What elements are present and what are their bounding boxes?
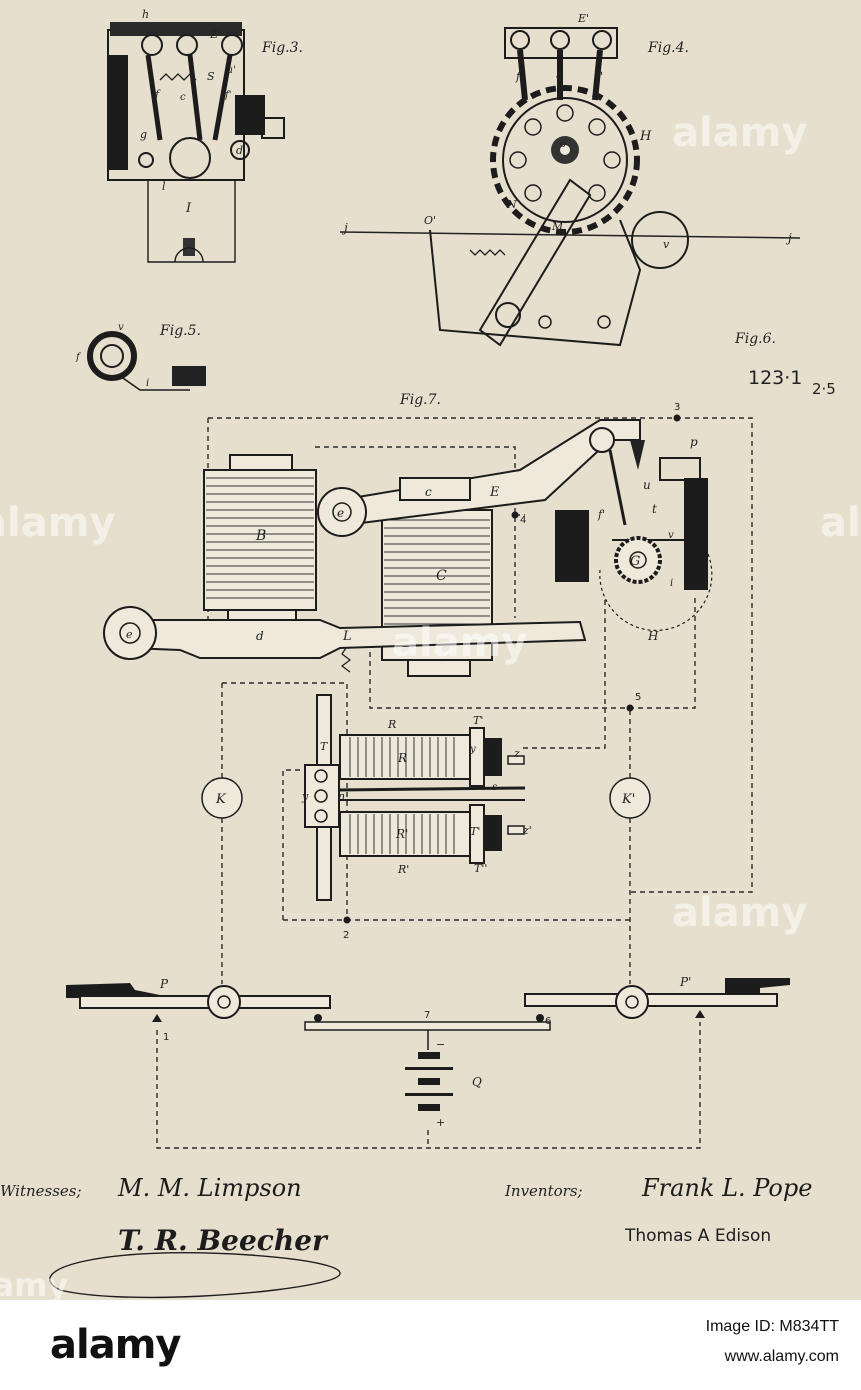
label-P: P: [159, 977, 169, 991]
label-N: N: [506, 198, 517, 211]
label-l: l: [162, 180, 166, 193]
watermark-5: alamy: [820, 500, 861, 546]
label-f1-fig7: f': [597, 508, 605, 521]
label-j-left: j: [341, 221, 348, 235]
label-K: K: [215, 792, 227, 807]
label-I: I: [185, 201, 192, 216]
label-plus: +: [436, 1116, 445, 1129]
label-S-fig4: S: [556, 68, 564, 81]
label-S: S: [207, 70, 215, 83]
label-f1-fig4: f': [595, 70, 603, 83]
label-a1: a': [227, 65, 236, 76]
fig4-title: Fig.4.: [647, 40, 689, 56]
label-R1-bottom: R': [397, 863, 409, 876]
label-1: 1: [163, 1032, 169, 1043]
label-y-top: y: [469, 744, 476, 755]
label-T1-bottom: T': [470, 825, 480, 838]
label-f: f: [154, 88, 161, 101]
watermark-layer: alamy alamy alamy alamy alamy alamy: [0, 110, 861, 1300]
watermark-3: alamy: [392, 620, 527, 666]
catalog-suffix: 2·5: [812, 380, 836, 398]
label-R1-coil: R': [395, 827, 408, 841]
signature-block: Witnesses; M. M. Limpson T. R. Beecher I…: [0, 1174, 812, 1297]
label-v-fig4: v: [663, 238, 670, 251]
watermark-4: alamy: [672, 890, 807, 936]
label-d: d: [236, 144, 243, 157]
fig7-title: Fig.7.: [399, 392, 441, 408]
label-K1: K': [621, 792, 635, 807]
figure-5: v f i Fig.5.: [75, 322, 206, 390]
label-c-arm: c: [425, 485, 432, 499]
inventor-2-signature: Thomas A Edison: [624, 1226, 771, 1246]
watermark-2: alamy: [0, 500, 115, 546]
label-p: p: [690, 435, 698, 449]
label-y: y: [301, 790, 309, 803]
label-Q: Q: [472, 1075, 482, 1089]
witnesses-label: Witnesses;: [0, 1182, 82, 1200]
label-c: c: [180, 92, 186, 103]
label-B: B: [255, 528, 266, 544]
label-6: 6: [545, 1016, 551, 1027]
label-5: 5: [635, 692, 641, 703]
site-url-link[interactable]: www.alamy.com: [725, 1348, 839, 1366]
fig6-title: Fig.6.: [734, 331, 776, 347]
label-i-fig5: i: [146, 378, 149, 389]
label-M: M: [551, 220, 564, 233]
label-n: n: [338, 790, 345, 803]
label-4: 4: [520, 515, 526, 526]
stock-footer-bar: alamy Image ID: M834TT www.alamy.com: [0, 1300, 861, 1390]
figure-3: h E' a' f S f' c g d l I Fig.3.: [108, 8, 303, 262]
fig5-title: Fig.5.: [159, 323, 201, 339]
label-3: 3: [674, 402, 680, 413]
inventors-label: Inventors;: [504, 1182, 583, 1200]
witness-2-signature: T. R. Beecher: [118, 1224, 329, 1257]
image-id-text: Image ID: M834TT: [706, 1318, 839, 1336]
label-d-bar: d: [256, 629, 264, 643]
alamy-logo[interactable]: alamy: [50, 1322, 180, 1368]
label-R-top: R: [387, 718, 396, 731]
label-i-fig7: i: [670, 578, 673, 589]
label-t: t: [652, 502, 657, 516]
figure-7: Fig.7.: [66, 392, 790, 1148]
catalog-number: 123·1: [748, 367, 802, 389]
label-b-pivot: e: [126, 628, 133, 641]
watermark-1: alamy: [672, 110, 807, 156]
label-f1: f': [224, 90, 231, 101]
label-f-fig5: f: [75, 352, 82, 363]
label-v-fig5: v: [118, 322, 124, 333]
figure-4: E' f S f' H j j O' M N o v Fig.4.: [340, 12, 800, 345]
label-g: g: [140, 128, 147, 141]
watermark-6: alamy: [0, 1266, 69, 1300]
label-P1: P': [679, 975, 691, 989]
label-H: H: [639, 129, 652, 144]
label-v-fig7: v: [668, 530, 674, 541]
label-o: o: [560, 139, 566, 150]
label-s: s: [492, 782, 497, 793]
label-2: 2: [343, 930, 349, 941]
label-h: h: [142, 8, 149, 21]
witness-1-signature: M. M. Limpson: [117, 1174, 302, 1202]
label-C: C: [436, 568, 447, 584]
inventor-1-signature: Frank L. Pope: [641, 1174, 812, 1202]
label-G: G: [630, 554, 640, 569]
label-T2: T'': [474, 862, 487, 875]
label-7: 7: [424, 1010, 430, 1021]
patent-drawing-sheet: h E' a' f S f' c g d l I Fig.3.: [0, 0, 861, 1300]
label-R-coil: R: [397, 751, 407, 765]
label-E1-fig4: E': [577, 12, 589, 25]
label-minus: −: [436, 1038, 445, 1051]
label-e: e: [337, 506, 344, 520]
label-O1: O': [424, 214, 436, 227]
label-z1: z': [522, 824, 532, 837]
label-L: L: [342, 629, 352, 644]
fig3-title: Fig.3.: [261, 40, 303, 56]
label-u: u: [643, 478, 651, 492]
label-z: z: [513, 747, 520, 760]
label-E: E: [489, 485, 500, 500]
label-T1-top: T': [473, 714, 483, 727]
label-E1: E': [209, 28, 221, 41]
label-H-fig7: H: [647, 629, 659, 643]
